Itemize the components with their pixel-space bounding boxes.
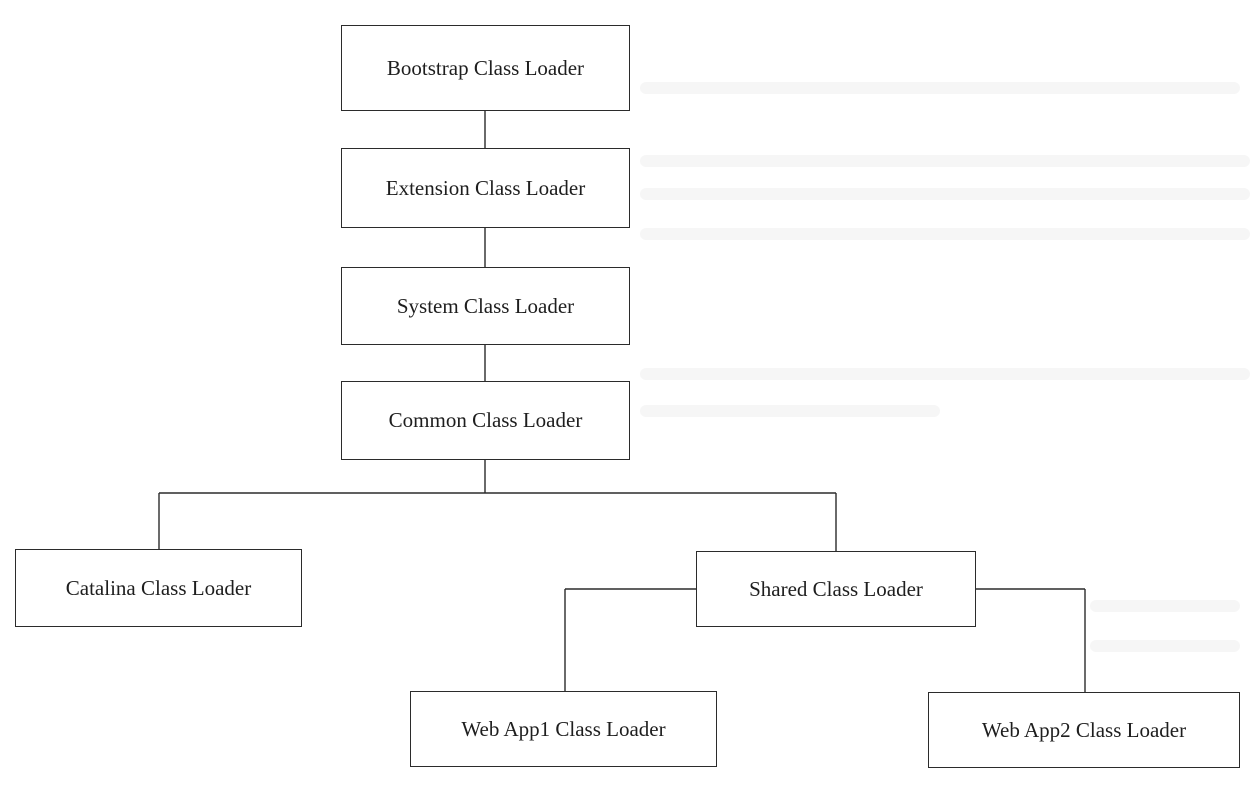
node-extension-class-loader: Extension Class Loader <box>341 148 630 228</box>
bleed-through-mark <box>640 368 1250 380</box>
node-shared-class-loader: Shared Class Loader <box>696 551 976 627</box>
node-webapp1-class-loader: Web App1 Class Loader <box>410 691 717 767</box>
node-catalina-class-loader: Catalina Class Loader <box>15 549 302 627</box>
node-system-class-loader: System Class Loader <box>341 267 630 345</box>
node-common-class-loader: Common Class Loader <box>341 381 630 460</box>
bleed-through-mark <box>1090 640 1240 652</box>
bleed-through-mark <box>640 188 1250 200</box>
bleed-through-mark <box>640 82 1240 94</box>
bleed-through-mark <box>640 228 1250 240</box>
node-label: Extension Class Loader <box>385 175 586 200</box>
node-label: Catalina Class Loader <box>65 575 252 600</box>
node-label: Web App1 Class Loader <box>461 716 666 741</box>
bleed-through-mark <box>640 155 1250 167</box>
bleed-through-mark <box>640 405 940 417</box>
node-label: Common Class Loader <box>388 408 583 432</box>
bleed-through-mark <box>1090 600 1240 612</box>
node-label: Bootstrap Class Loader <box>386 55 585 80</box>
node-bootstrap-class-loader: Bootstrap Class Loader <box>341 25 630 111</box>
node-label: Shared Class Loader <box>749 576 923 601</box>
node-label: System Class Loader <box>396 293 575 318</box>
node-label: Web App2 Class Loader <box>981 717 1187 742</box>
node-webapp2-class-loader: Web App2 Class Loader <box>928 692 1240 768</box>
